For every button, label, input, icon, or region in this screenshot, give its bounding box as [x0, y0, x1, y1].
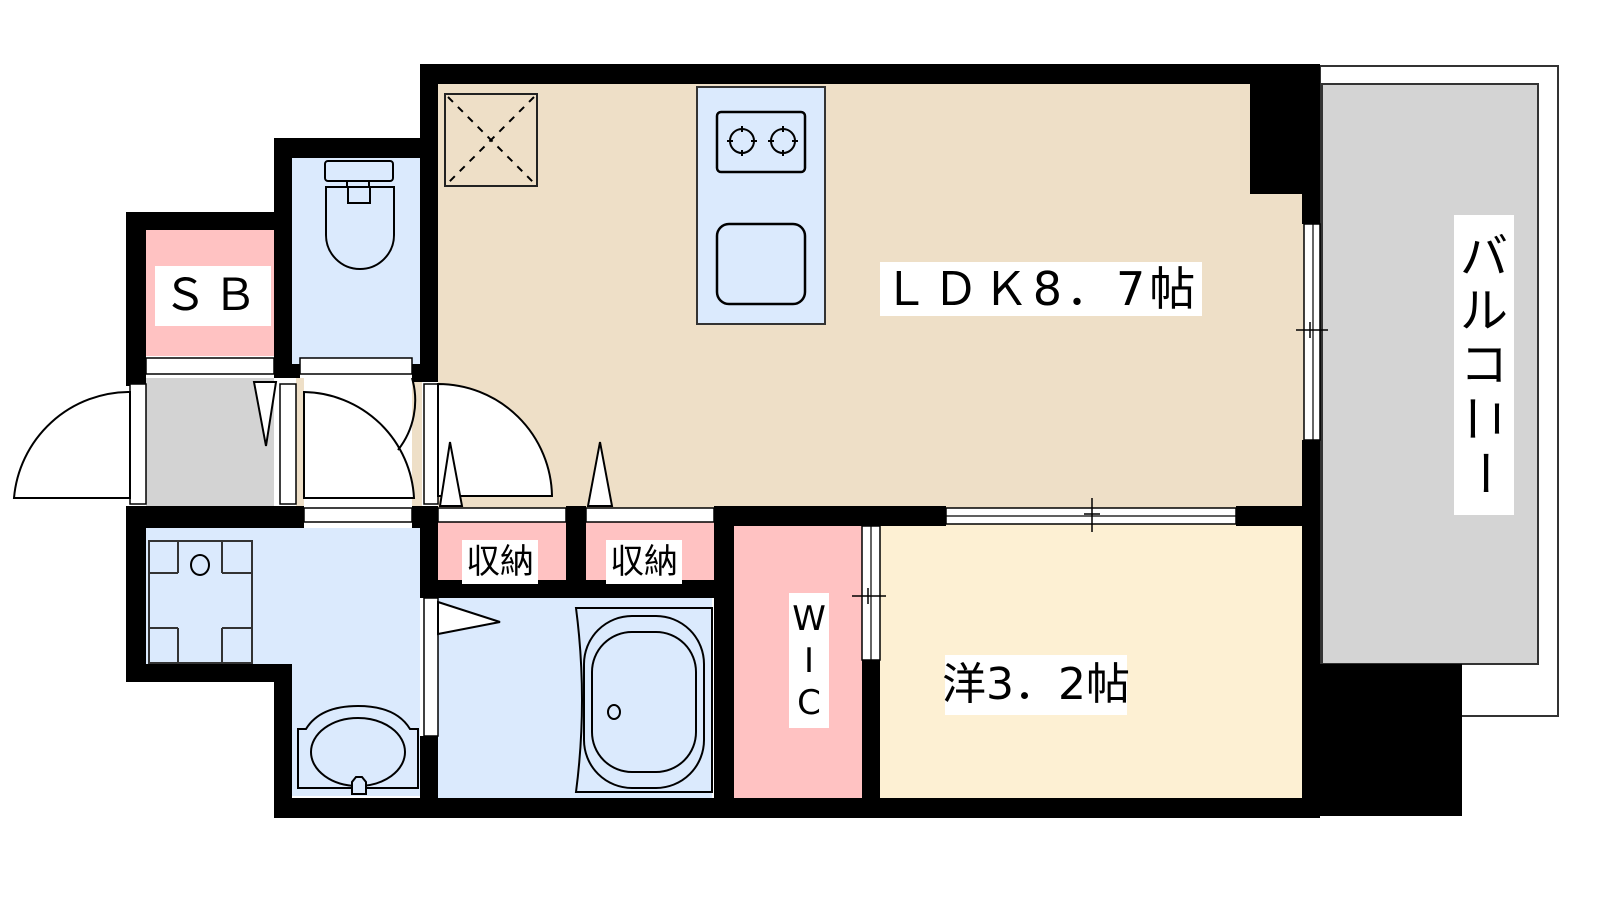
storage-2-label: 収納: [606, 540, 682, 584]
shoe-box-label: ＳＢ: [155, 266, 271, 326]
kitchen-counter: [696, 86, 826, 325]
ldk-door: [437, 382, 554, 497]
balcony: [1319, 65, 1559, 717]
balcony-char-4: ニ: [1455, 394, 1512, 444]
toilet-door-arc: [397, 377, 417, 451]
western-room-label: 洋3．2帖: [942, 655, 1130, 715]
wic-label: W I C: [789, 593, 829, 728]
toilet-icon: [324, 160, 395, 270]
washing-machine-pan-icon: [148, 540, 253, 664]
folding-door-marks: [252, 381, 614, 636]
balcony-char-3: コ: [1459, 337, 1508, 393]
balcony-char-1: バ: [1459, 229, 1508, 285]
bathtub-icon: [574, 607, 713, 793]
door-frames: [129, 357, 715, 737]
front-door: [12, 390, 131, 499]
sliding-door-wic[interactable]: [852, 525, 886, 661]
wic-char-c: C: [797, 682, 821, 723]
ldk-label: ＬＤＫ8．7帖: [880, 262, 1202, 316]
hall-floor-edge: [296, 378, 304, 506]
hall-floor-edge-r: [412, 378, 422, 506]
stove-burner-icon: [727, 126, 798, 156]
balcony-char-5: ー: [1455, 448, 1512, 498]
washbasin-icon: [297, 704, 419, 795]
kitchen-sink-icon: [715, 222, 807, 306]
wic-char-i: I: [803, 640, 815, 681]
walls: [126, 64, 1462, 818]
sliding-door-ldk-western[interactable]: [945, 498, 1237, 532]
door-swings: [12, 377, 554, 499]
storage-1-label: 収納: [462, 540, 538, 584]
window-ldk-balcony: [1296, 223, 1328, 441]
hall-door: [303, 390, 416, 499]
entrance-floor: [146, 378, 274, 506]
refrigerator-space: [444, 93, 538, 187]
balcony-label: バ ル コ ニ ー: [1454, 215, 1514, 515]
balcony-char-2: ル: [1459, 283, 1508, 339]
wic-char-w: W: [792, 598, 826, 639]
